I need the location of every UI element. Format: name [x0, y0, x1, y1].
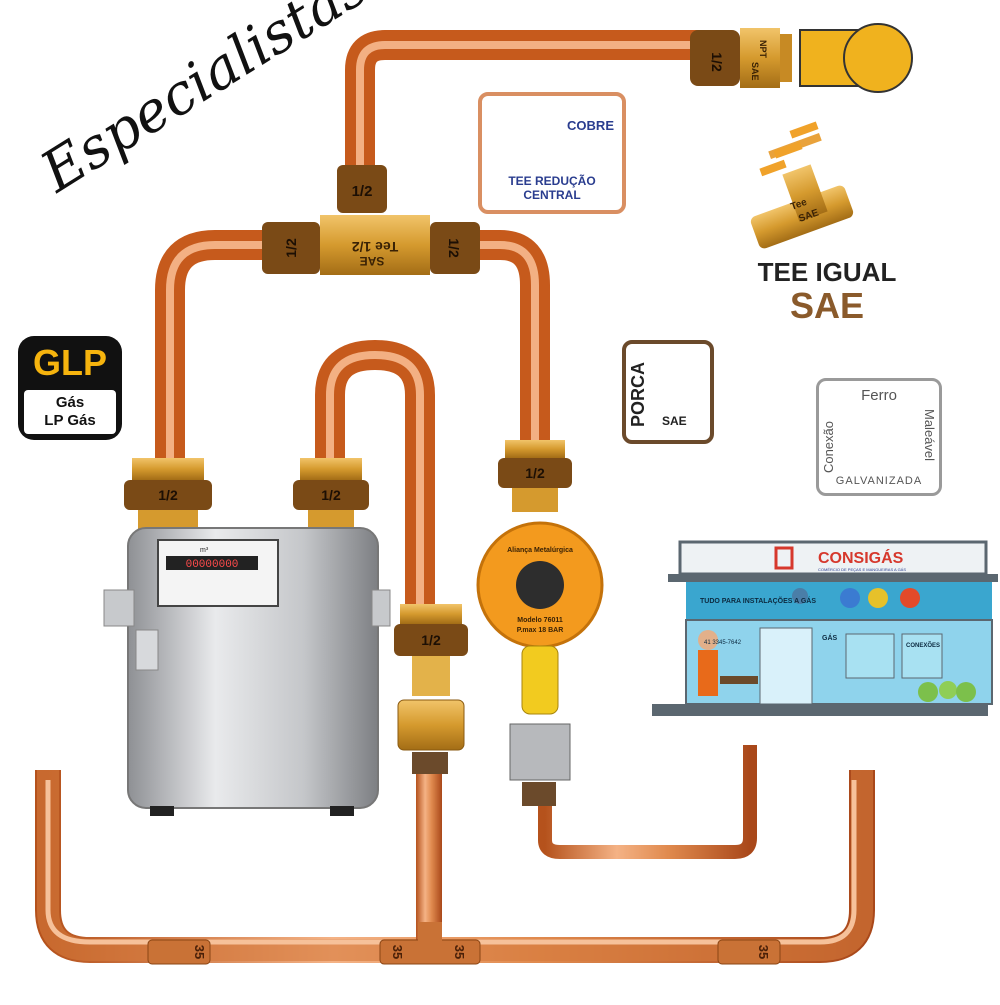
regulator-half-label: 1/2 [525, 465, 545, 481]
tee-1-2-sae: 1/2 Tee 1/2 SAE 1/2 1/2 [262, 165, 480, 275]
tee-left-half-label: 1/2 [283, 238, 299, 258]
regulator-fitting: 1/2 [498, 440, 572, 512]
tee-reducao-box: COBRE TEE REDUÇÃO CENTRAL [478, 92, 626, 214]
ferro-top-label: Ferro [861, 387, 897, 404]
ferro-right-label: Maleável [922, 409, 937, 462]
fitting-35-right: 35 [756, 945, 771, 959]
ferro-left-label: Conexão [821, 421, 836, 474]
meter-right-half-label: 1/2 [321, 487, 341, 503]
meter-fittings: 1/2 1/2 [124, 458, 369, 530]
store-logo-icon [774, 546, 794, 570]
glp-badge-line1: Gás [55, 394, 85, 411]
tee-center-sub-label: SAE [360, 254, 385, 268]
tee-center-label: Tee 1/2 [352, 239, 399, 255]
meter-counter: 00000000 [186, 559, 239, 571]
gas-regulator: Aliança Metalúrgica Modelo 76011 P.max 1… [476, 521, 604, 806]
fitting-sae-label: SAE [750, 62, 760, 81]
glp-badge: GLP Gás LP Gás [18, 336, 122, 440]
fitting-top-right: 1/2 NPT SAE [690, 23, 913, 93]
valve-fitting: 1/2 [394, 604, 468, 774]
upper-pipe-network [155, 30, 700, 610]
fitting-35-left: 35 [192, 945, 207, 959]
tee-igual-part-label-1: Tee [789, 197, 809, 213]
regulator-pmax: P.max 18 BAR [517, 627, 564, 634]
glp-badge-line2: LP Gás [44, 412, 96, 429]
ferro-bottom-label: GALVANIZADA [835, 475, 923, 487]
store-name: CONSIGÁS [818, 548, 904, 567]
glp-badge-title: GLP [32, 342, 107, 383]
regulator-brand: Aliança Metalúrgica [507, 547, 573, 554]
valve-half-label: 1/2 [421, 632, 441, 648]
tee-reducao-caption: TEE REDUÇÃO CENTRAL [508, 174, 596, 202]
tee-right-half-label: 1/2 [446, 238, 462, 258]
tee-igual-label: TEE IGUAL SAE [752, 258, 902, 326]
fitting-half-label: 1/2 [709, 52, 725, 72]
fitting-npt-label: NPT [758, 40, 768, 59]
consigas-store: CONSIGÁS COMÉRCIO DE PEÇAS E MANGUEIRAS … [652, 540, 998, 716]
tee-top-half-label: 1/2 [352, 183, 373, 200]
meter-unit: m³ [200, 547, 209, 554]
fitting-35-center-right: 35 [452, 945, 467, 959]
store-banner: TUDO PARA INSTALAÇÕES A GÁS [700, 596, 816, 605]
regulator-model: Modelo 76011 [517, 617, 563, 624]
tee-igual-line1: TEE IGUAL [757, 257, 897, 287]
fitting-35-center-left: 35 [390, 945, 405, 959]
arrow-dashes-icon [759, 121, 819, 177]
store-section-conexoes: CONEXÕES [906, 642, 940, 649]
porca-tag: SAE [662, 414, 687, 428]
tee-igual-line2: SAE [789, 285, 865, 326]
store-section-gas: GÁS [822, 633, 838, 642]
tee-reducao-material: COBRE [567, 118, 614, 133]
tee-igual-illustration: Tee SAE [750, 133, 854, 249]
store-phone: 41 3345-7642 [704, 640, 742, 646]
porca-vertical-label: PORCA [628, 362, 648, 428]
meter-left-half-label: 1/2 [158, 487, 178, 503]
porca-box: PORCA SAE [622, 340, 714, 444]
gas-meter: 00000000 m³ [103, 527, 391, 816]
lower-fittings: 35 35 35 35 [147, 922, 781, 965]
store-tagline: COMÉRCIO DE PEÇAS E MANGUEIRAS A GÁS [818, 567, 906, 572]
glp-badge-sub: Gás LP Gás [24, 390, 116, 434]
ferro-box: Ferro Conexão Maleável GALVANIZADA [816, 378, 942, 496]
